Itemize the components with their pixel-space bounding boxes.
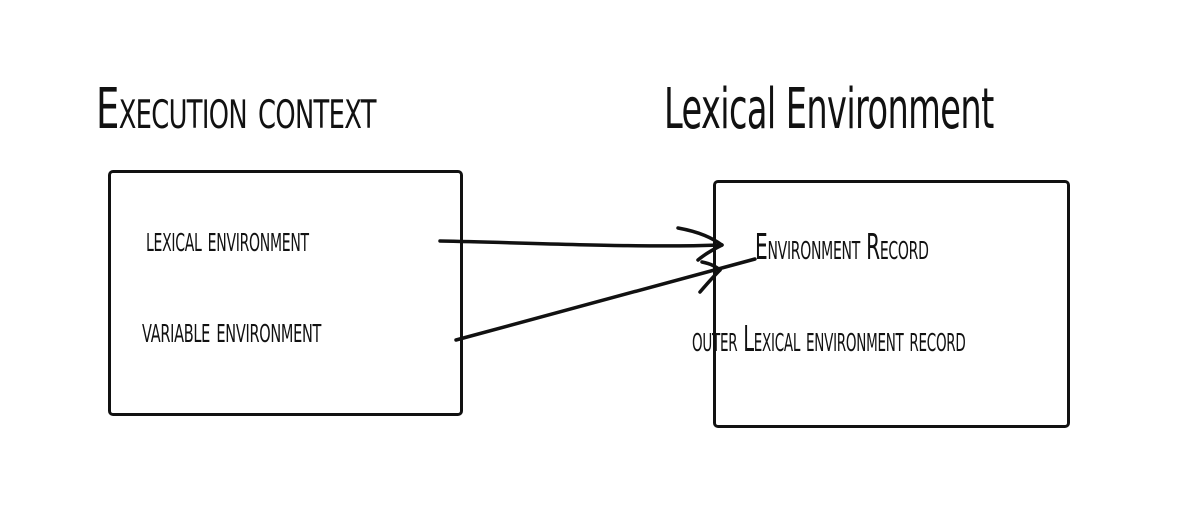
execution-context-title: Execution context: [96, 77, 376, 142]
execution-context-box: [108, 170, 463, 416]
lexical-environment-arrow: [438, 239, 722, 248]
lexical-environment-box: [713, 180, 1070, 428]
environment-record-label: Environment Record: [755, 227, 929, 268]
outer-lexical-environment-label: outer Lexical environment record: [692, 319, 966, 360]
lexical-environment-label: lexical environment: [146, 219, 309, 260]
variable-environment-label: variable environment: [142, 310, 322, 351]
lexical-environment-title: Lexical Environment: [664, 77, 994, 142]
